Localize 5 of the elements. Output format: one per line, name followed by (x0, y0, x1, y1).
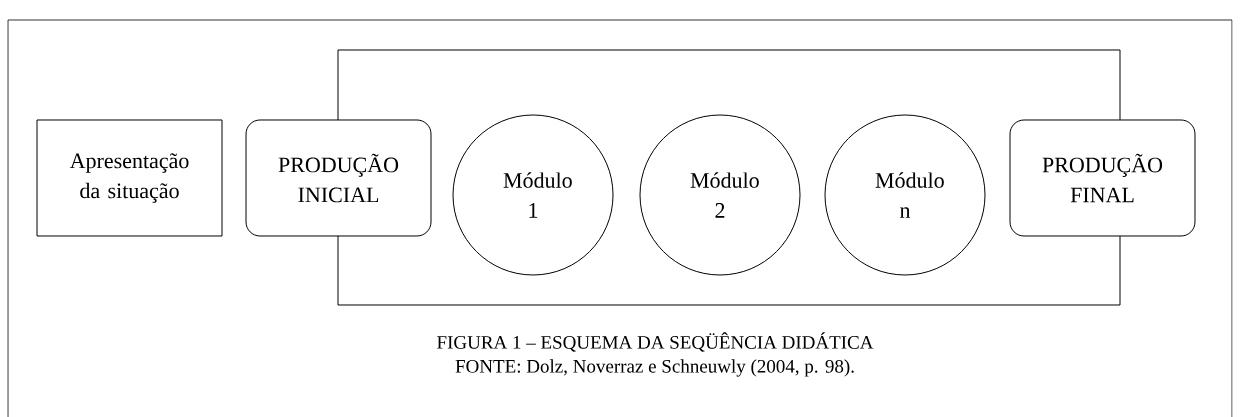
rounded-box: PRODUÇÃO INICIAL (245, 119, 432, 237)
text-box: Apresentação da situação (36, 119, 223, 237)
rounded-box: PRODUÇÃO FINAL (1009, 119, 1196, 237)
source-note: FONTE: Dolz, Noverraz e Schneuwly (2004, p. 98). (455, 359, 854, 377)
figure-caption: FIGURA 1 – ESQUEMA DA SEQÜÊNCIA DIDÁTICA (437, 332, 874, 352)
